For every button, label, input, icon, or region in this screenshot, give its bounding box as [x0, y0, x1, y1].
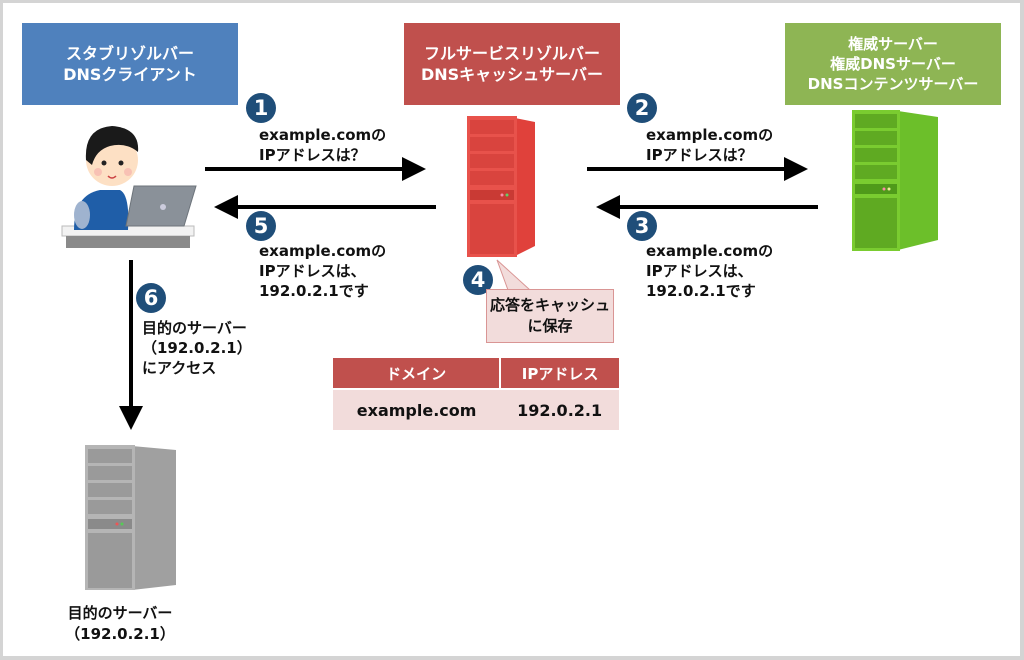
step-2-line-2: IPアドレスは？ [646, 146, 753, 164]
cell-domain: example.com [333, 388, 501, 430]
step-6-line-3: にアクセス [142, 359, 217, 377]
full-resolver-line-2: DNSキャッシュサーバー [420, 65, 604, 84]
callout-pointer [496, 259, 532, 291]
step-5-message: example.comの IPアドレスは、 192.0.2.1です [259, 241, 386, 301]
step-2-line-1: example.comの [646, 126, 774, 144]
step-3-line-3: 192.0.2.1です [646, 282, 756, 300]
cell-ip: 192.0.2.1 [500, 388, 619, 430]
step-3-line-1: example.comの [646, 242, 774, 260]
column-header-domain: ドメイン [333, 358, 502, 389]
target-server-line-1: 目的のサーバー [67, 604, 173, 622]
full-resolver-line-1: フルサービスリゾルバー [423, 44, 600, 63]
column-header-ip: IPアドレス [500, 358, 619, 389]
cache-callout: 応答をキャッシュ に保存 [486, 289, 614, 343]
step-5-line-3: 192.0.2.1です [259, 282, 369, 300]
stub-resolver-line-2: DNSクライアント [63, 65, 197, 84]
step-badge-5: 5 [246, 211, 276, 241]
user-with-laptop-icon [61, 126, 197, 248]
step-badge-4: 4 [463, 265, 493, 295]
target-server-icon [85, 445, 176, 590]
authoritative-line-2: 権威DNSサーバー [830, 55, 956, 73]
cache-table-header-row: ドメイン IPアドレス [333, 358, 619, 389]
stub-resolver-line-1: スタブリゾルバー [65, 44, 194, 63]
step-5-line-2: IPアドレスは、 [259, 262, 366, 280]
authoritative-line-1: 権威サーバー [848, 35, 938, 53]
full-resolver-label: フルサービスリゾルバー DNSキャッシュサーバー [404, 23, 620, 105]
callout-line-2: に保存 [527, 317, 573, 335]
authoritative-line-3: DNSコンテンツサーバー [807, 75, 979, 93]
table-row: example.com 192.0.2.1 [333, 388, 619, 430]
target-server-label: 目的のサーバー （192.0.2.1） [40, 603, 200, 645]
step-5-line-1: example.comの [259, 242, 387, 260]
step-2-message: example.comの IPアドレスは？ [646, 125, 773, 165]
step-1-line-1: example.comの [259, 126, 387, 144]
authoritative-server-label: 権威サーバー 権威DNSサーバー DNSコンテンツサーバー [785, 23, 1001, 105]
step-1-message: example.comの IPアドレスは？ [259, 125, 386, 165]
step-3-line-2: IPアドレスは、 [646, 262, 753, 280]
step-badge-2: 2 [627, 93, 657, 123]
step-badge-1: 1 [246, 93, 276, 123]
step-badge-6: 6 [136, 283, 166, 313]
cache-table: ドメイン IPアドレス example.com 192.0.2.1 [333, 358, 619, 430]
step-1-line-2: IPアドレスは？ [259, 146, 366, 164]
callout-line-1: 応答をキャッシュ [489, 296, 610, 314]
target-server-line-2: （192.0.2.1） [65, 625, 175, 643]
step-6-line-1: 目的のサーバー [142, 319, 247, 337]
stub-resolver-label: スタブリゾルバー DNSクライアント [22, 23, 238, 105]
step-3-message: example.comの IPアドレスは、 192.0.2.1です [646, 241, 773, 301]
step-6-line-2: （192.0.2.1） [142, 339, 252, 357]
authoritative-server-icon [852, 110, 938, 251]
cache-server-icon [467, 116, 535, 257]
step-6-message: 目的のサーバー （192.0.2.1） にアクセス [142, 318, 252, 378]
step-badge-3: 3 [627, 211, 657, 241]
